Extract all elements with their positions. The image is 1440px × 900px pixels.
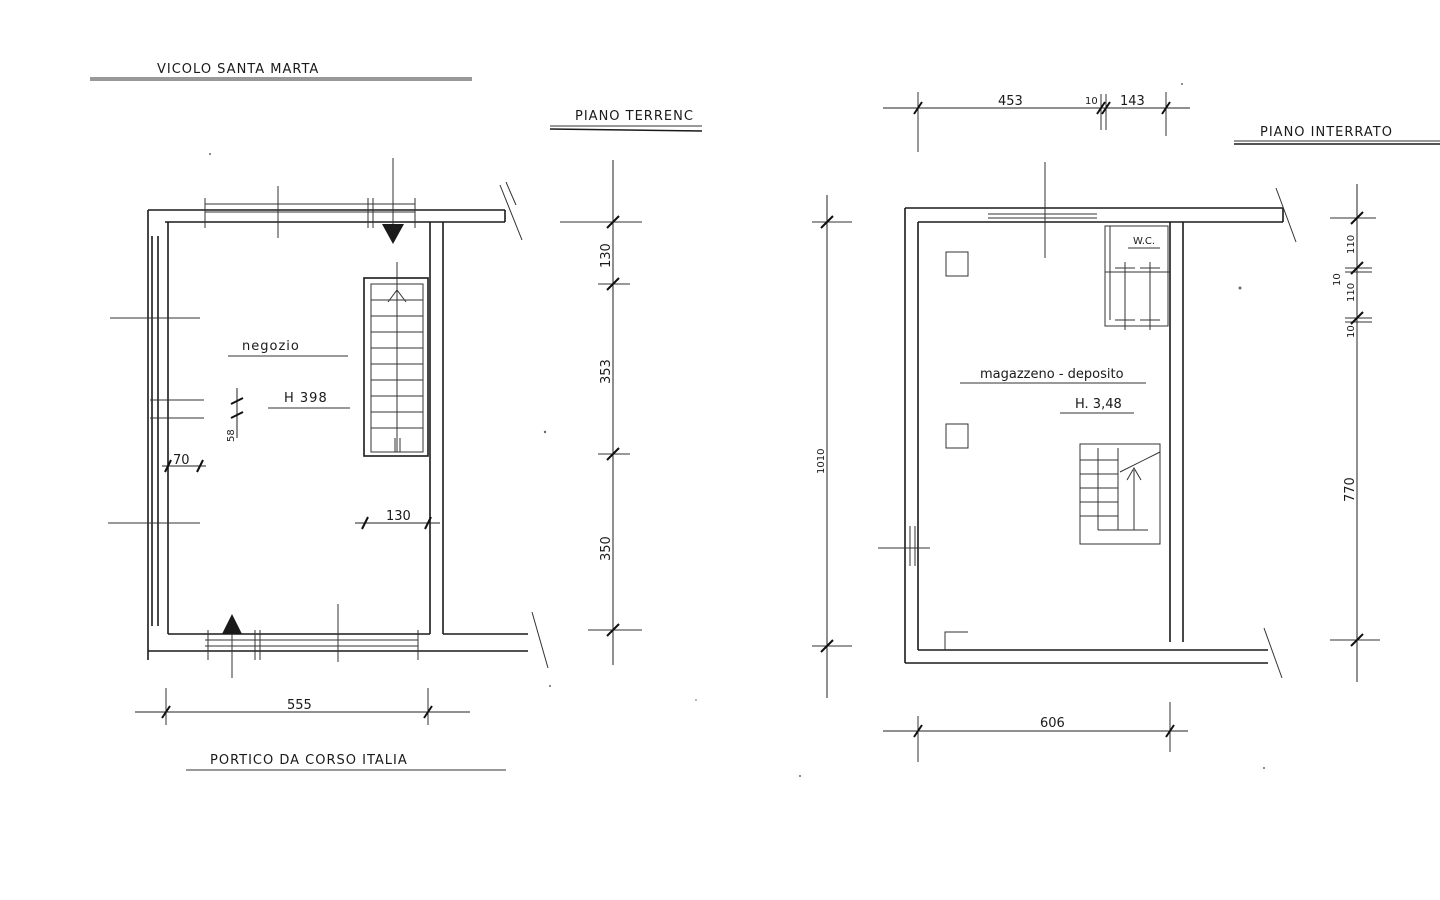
dim-width-555: 555 — [287, 698, 312, 713]
pillar — [945, 251, 969, 277]
dim-height-1010: 1010 — [816, 449, 827, 474]
dim-top-143: 143 — [1120, 94, 1145, 109]
shop-room-label: negozio — [242, 339, 300, 354]
dim-r5-770: 770 — [1343, 477, 1358, 502]
ground-floor-plan: VICOLO SANTA MARTA PIANO TERRENC — [90, 62, 703, 771]
warehouse-room-height: H. 3,48 — [1075, 397, 1122, 412]
street-label-bottom: PORTICO DA CORSO ITALIA — [210, 753, 408, 768]
entrance-arrow-top — [382, 224, 404, 244]
shop-room-height: H 398 — [284, 391, 328, 406]
basement-width-dim: 606 — [883, 702, 1188, 762]
basement-stairs — [1079, 443, 1161, 545]
wc-room — [1104, 225, 1169, 327]
ground-floor-inner-dims: 58 70 130 — [162, 388, 440, 530]
basement-plan: 453 10 143 PIANO INTERRATO — [812, 92, 1440, 762]
dim-r3-110: 110 — [1346, 283, 1357, 302]
dim-top-10: 10 — [1085, 96, 1098, 107]
street-label-top: VICOLO SANTA MARTA — [157, 62, 319, 77]
ground-floor-width-dim: 555 — [135, 688, 470, 725]
basement-top-dims: 453 10 143 — [883, 92, 1190, 152]
scan-specks — [209, 83, 1265, 777]
dim-r1-110: 110 — [1346, 235, 1357, 254]
wc-label: W.C. — [1133, 236, 1155, 247]
dim-stair-gap: 130 — [386, 509, 411, 524]
basement-walls: W.C. — [878, 162, 1297, 679]
ground-floor-title: PIANO TERRENC — [575, 109, 694, 124]
ground-floor-stairs — [363, 262, 429, 457]
ground-floor-walls — [108, 158, 549, 678]
dim-v1: 130 — [599, 243, 614, 268]
dim-r2-10: 10 — [1332, 273, 1343, 286]
dim-step-depth: 58 — [226, 429, 237, 442]
dim-top-453: 453 — [998, 94, 1023, 109]
basement-right-dims: 110 10 110 10 770 — [1330, 184, 1380, 682]
ground-floor-vertical-dims: 130 353 350 — [560, 160, 642, 665]
dim-wall-offset: 70 — [173, 453, 190, 468]
dim-v2: 353 — [599, 359, 614, 384]
dim-width-606: 606 — [1040, 716, 1065, 731]
warehouse-room-label: magazzeno - deposito — [980, 367, 1124, 382]
basement-height-dim: 1010 — [812, 195, 852, 698]
pillar — [945, 423, 969, 449]
entrance-arrow-bottom — [222, 614, 242, 634]
dim-r4-10: 10 — [1346, 325, 1357, 338]
dim-v3: 350 — [599, 536, 614, 561]
basement-title: PIANO INTERRATO — [1260, 125, 1393, 140]
